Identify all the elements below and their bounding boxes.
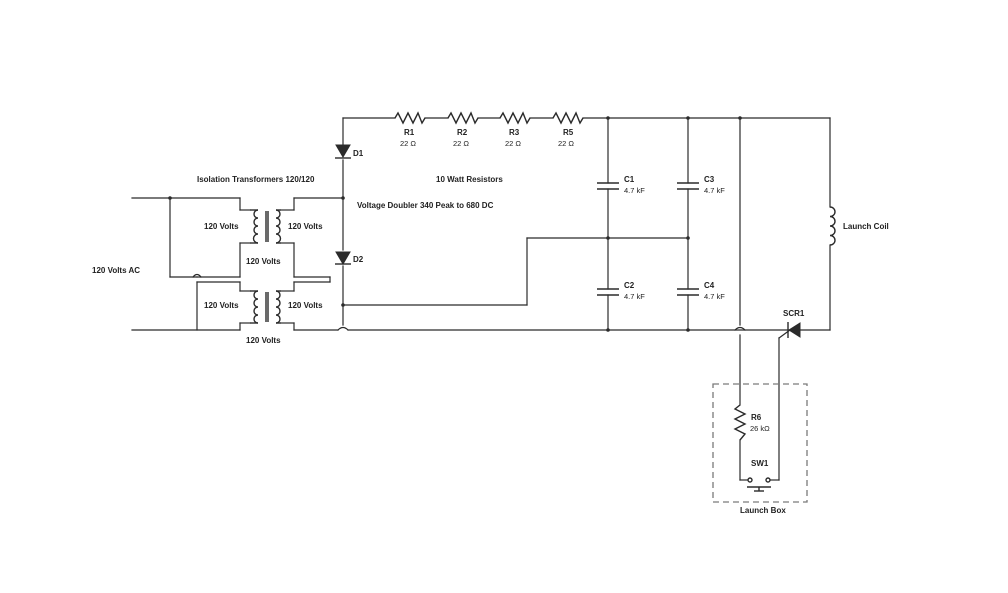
r6-value: 26 kΩ: [750, 424, 770, 433]
pushbutton-switch: [747, 477, 771, 492]
resistor-r2: [447, 111, 479, 125]
c3-name: C3: [704, 175, 715, 184]
launch-coil-inductor: [829, 206, 836, 246]
launch-box-border: [712, 383, 808, 503]
resistor-r6: [733, 404, 747, 441]
capacitor-c2: [597, 288, 619, 296]
ac-input-label: 120 Volts AC: [92, 266, 140, 275]
c3-value: 4.7 kF: [704, 186, 725, 195]
t2-primary-label: 120 Volts: [204, 301, 239, 310]
capacitor-c4: [677, 288, 699, 296]
capacitor-c3: [677, 182, 699, 190]
c1-value: 4.7 kF: [624, 186, 645, 195]
c4-name: C4: [704, 281, 715, 290]
r1-name: R1: [404, 128, 415, 137]
c2-value: 4.7 kF: [624, 292, 645, 301]
iso-transformers-label: Isolation Transformers 120/120: [197, 175, 315, 184]
r3-value: 22 Ω: [505, 139, 521, 148]
c1-name: C1: [624, 175, 635, 184]
r1-value: 22 Ω: [400, 139, 416, 148]
transformer-1: [250, 209, 282, 244]
d1-label: D1: [353, 149, 364, 158]
scr1-label: SCR1: [783, 309, 805, 318]
r6-name: R6: [751, 413, 762, 422]
resistor-r5: [552, 111, 584, 125]
capacitor-c1: [597, 182, 619, 190]
r3-name: R3: [509, 128, 520, 137]
text-labels: Isolation Transformers 120/120 10 Watt R…: [92, 128, 889, 515]
sw1-label: SW1: [751, 459, 769, 468]
r2-value: 22 Ω: [453, 139, 469, 148]
resistor-r1: [394, 111, 426, 125]
resistor-r3: [499, 111, 531, 125]
c2-name: C2: [624, 281, 635, 290]
c4-value: 4.7 kF: [704, 292, 725, 301]
launch-coil-label: Launch Coil: [843, 222, 889, 231]
junction-dots: [168, 116, 742, 332]
t2-below-label: 120 Volts: [246, 336, 281, 345]
wires: [131, 117, 831, 481]
diode-d2: [335, 251, 351, 265]
r5-name: R5: [563, 128, 574, 137]
t2-secondary-label: 120 Volts: [288, 301, 323, 310]
r2-name: R2: [457, 128, 468, 137]
resistors-note-label: 10 Watt Resistors: [436, 175, 503, 184]
t1-below-label: 120 Volts: [246, 257, 281, 266]
r5-value: 22 Ω: [558, 139, 574, 148]
t1-secondary-label: 120 Volts: [288, 222, 323, 231]
t1-primary-label: 120 Volts: [204, 222, 239, 231]
diode-d1: [335, 144, 351, 159]
scr-thyristor: [787, 322, 801, 338]
voltage-doubler-label: Voltage Doubler 340 Peak to 680 DC: [357, 201, 494, 210]
d2-label: D2: [353, 255, 364, 264]
launch-box-label: Launch Box: [740, 506, 786, 515]
transformer-2: [250, 290, 281, 324]
